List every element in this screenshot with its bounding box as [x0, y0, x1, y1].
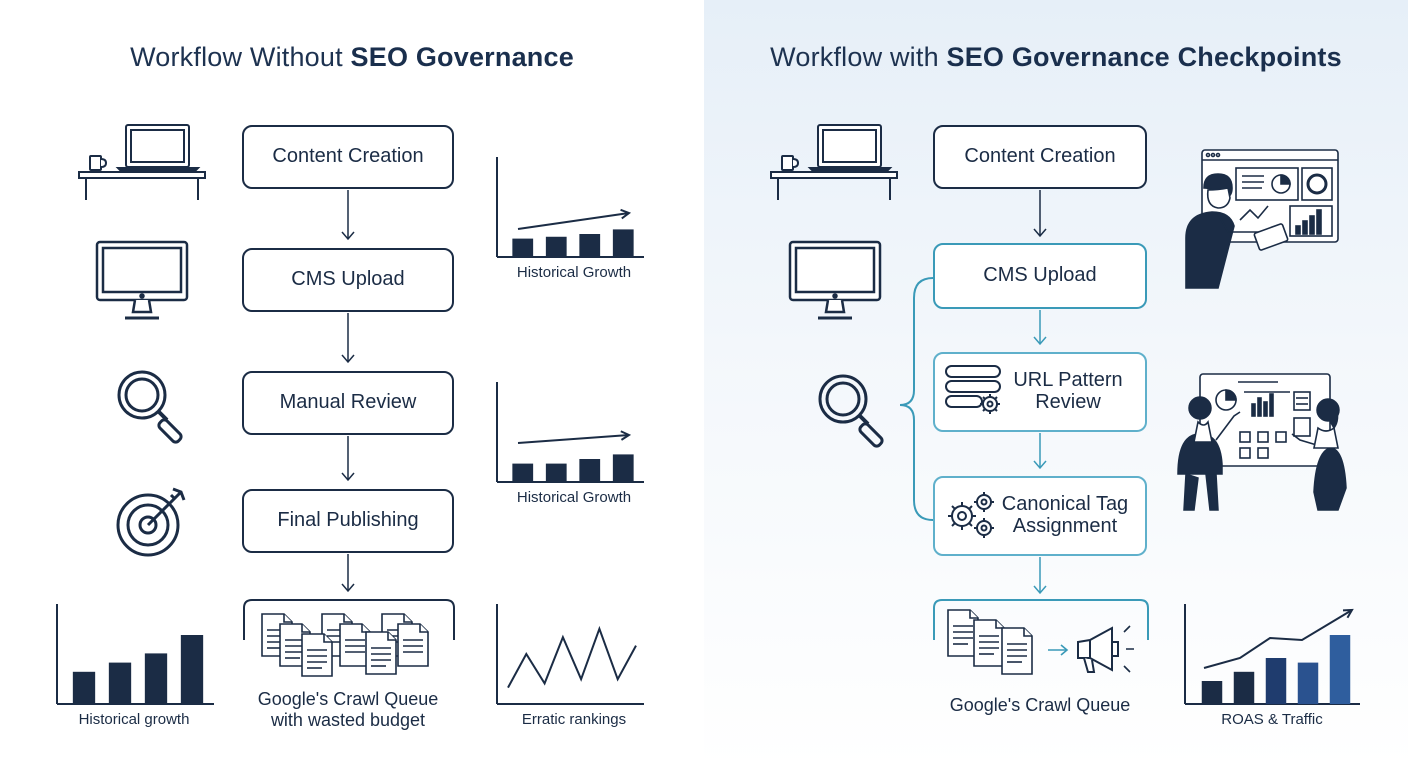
- left-step-label: Manual Review: [279, 391, 417, 414]
- left-crawl-queue-label: Google's Crawl Queue with wasted budget: [242, 689, 454, 730]
- documents-pile-icon: [261, 613, 429, 677]
- left-title: Workflow Without SEO Governance: [0, 42, 704, 73]
- chart-bar: [1329, 635, 1351, 704]
- left-step-content-creation: Content Creation: [242, 125, 454, 189]
- desk-laptop-icon: [770, 124, 898, 200]
- chart-bar: [1233, 671, 1255, 704]
- right-step-label: URL Pattern Review: [1013, 369, 1123, 413]
- left-crawl-queue-line1: Google's Crawl Queue: [257, 689, 439, 709]
- left-title-plain: Workflow Without: [130, 42, 351, 72]
- chart-bar: [1265, 658, 1287, 704]
- historical-growth-chart-mid: [496, 382, 644, 483]
- chart-bar: [1297, 662, 1319, 704]
- target-icon: [116, 487, 186, 557]
- chart-bar: [612, 454, 634, 482]
- chart-bar: [579, 234, 601, 257]
- chart-bar: [1201, 681, 1223, 704]
- right-flow-arrows: [899, 190, 1149, 640]
- left-step-label: Content Creation: [272, 145, 424, 168]
- left-step-label: Final Publishing: [277, 509, 419, 532]
- right-title: Workflow with SEO Governance Checkpoints: [704, 42, 1408, 73]
- chart-bar: [612, 229, 634, 257]
- chart-bar: [144, 653, 168, 704]
- chart-line: [507, 625, 637, 689]
- left-step-final-publishing: Final Publishing: [242, 489, 454, 553]
- right-title-plain: Workflow with: [770, 42, 947, 72]
- historical-growth-chart-top: [496, 157, 644, 258]
- chart-bar: [512, 238, 534, 257]
- right-step-content-creation: Content Creation: [933, 125, 1147, 189]
- trend-arrowhead: [620, 208, 632, 220]
- trend-arrowhead: [1342, 608, 1354, 619]
- trend-line: [517, 212, 630, 230]
- team-whiteboard-illustration: [1177, 373, 1347, 511]
- canonical-gears-icon: [948, 492, 994, 538]
- right-step-label: CMS Upload: [983, 264, 1097, 287]
- right-title-bold: SEO Governance Checkpoints: [946, 42, 1342, 72]
- analyst-dashboard-illustration: [1185, 149, 1339, 289]
- right-panel: Workflow with SEO Governance Checkpoints…: [704, 0, 1408, 768]
- magnifier-icon: [818, 374, 884, 448]
- chart-bar: [545, 236, 567, 257]
- left-panel: Workflow Without SEO Governance Content …: [0, 42, 704, 730]
- right-crawl-queue-label: Google's Crawl Queue: [949, 695, 1131, 715]
- left-flow-arrows: [243, 190, 455, 640]
- roas-traffic-chart: [1184, 604, 1360, 705]
- monitor-icon: [788, 240, 882, 320]
- right-step-label: Canonical Tag Assignment: [1001, 493, 1129, 537]
- crawl-queue-docs-megaphone-icon: [947, 609, 1134, 675]
- right-step-cms-upload: CMS Upload: [933, 243, 1147, 309]
- chart-bar: [108, 662, 132, 704]
- historical-growth-bottom-label: Historical growth: [78, 711, 190, 728]
- left-title-bold: SEO Governance: [350, 42, 574, 72]
- trend-line: [1203, 609, 1353, 669]
- chart-bar: [180, 635, 204, 704]
- erratic-rankings-chart: [496, 604, 644, 705]
- erratic-rankings-label: Erratic rankings: [521, 711, 627, 728]
- magnifier-icon: [117, 370, 183, 444]
- desk-laptop-icon: [78, 124, 206, 200]
- chart-bar: [512, 463, 534, 482]
- left-step-cms-upload: CMS Upload: [242, 248, 454, 312]
- left-crawl-queue-line2: with wasted budget: [270, 709, 426, 730]
- left-step-label: CMS Upload: [291, 268, 405, 291]
- right-step-label: Content Creation: [964, 145, 1116, 168]
- monitor-icon: [95, 240, 189, 320]
- chart-bar: [545, 463, 567, 482]
- trend-arrowhead: [620, 430, 632, 441]
- roas-traffic-label: ROAS & Traffic: [1221, 711, 1323, 728]
- chart-bar: [579, 459, 601, 482]
- historical-growth-top-label: Historical Growth: [516, 264, 632, 281]
- left-step-manual-review: Manual Review: [242, 371, 454, 435]
- historical-growth-mid-label: Historical Growth: [516, 489, 632, 506]
- url-pattern-stack-icon: [945, 365, 1001, 414]
- chart-bar: [72, 671, 96, 704]
- trend-line: [517, 434, 630, 444]
- historical-growth-chart-bottom: [56, 604, 214, 705]
